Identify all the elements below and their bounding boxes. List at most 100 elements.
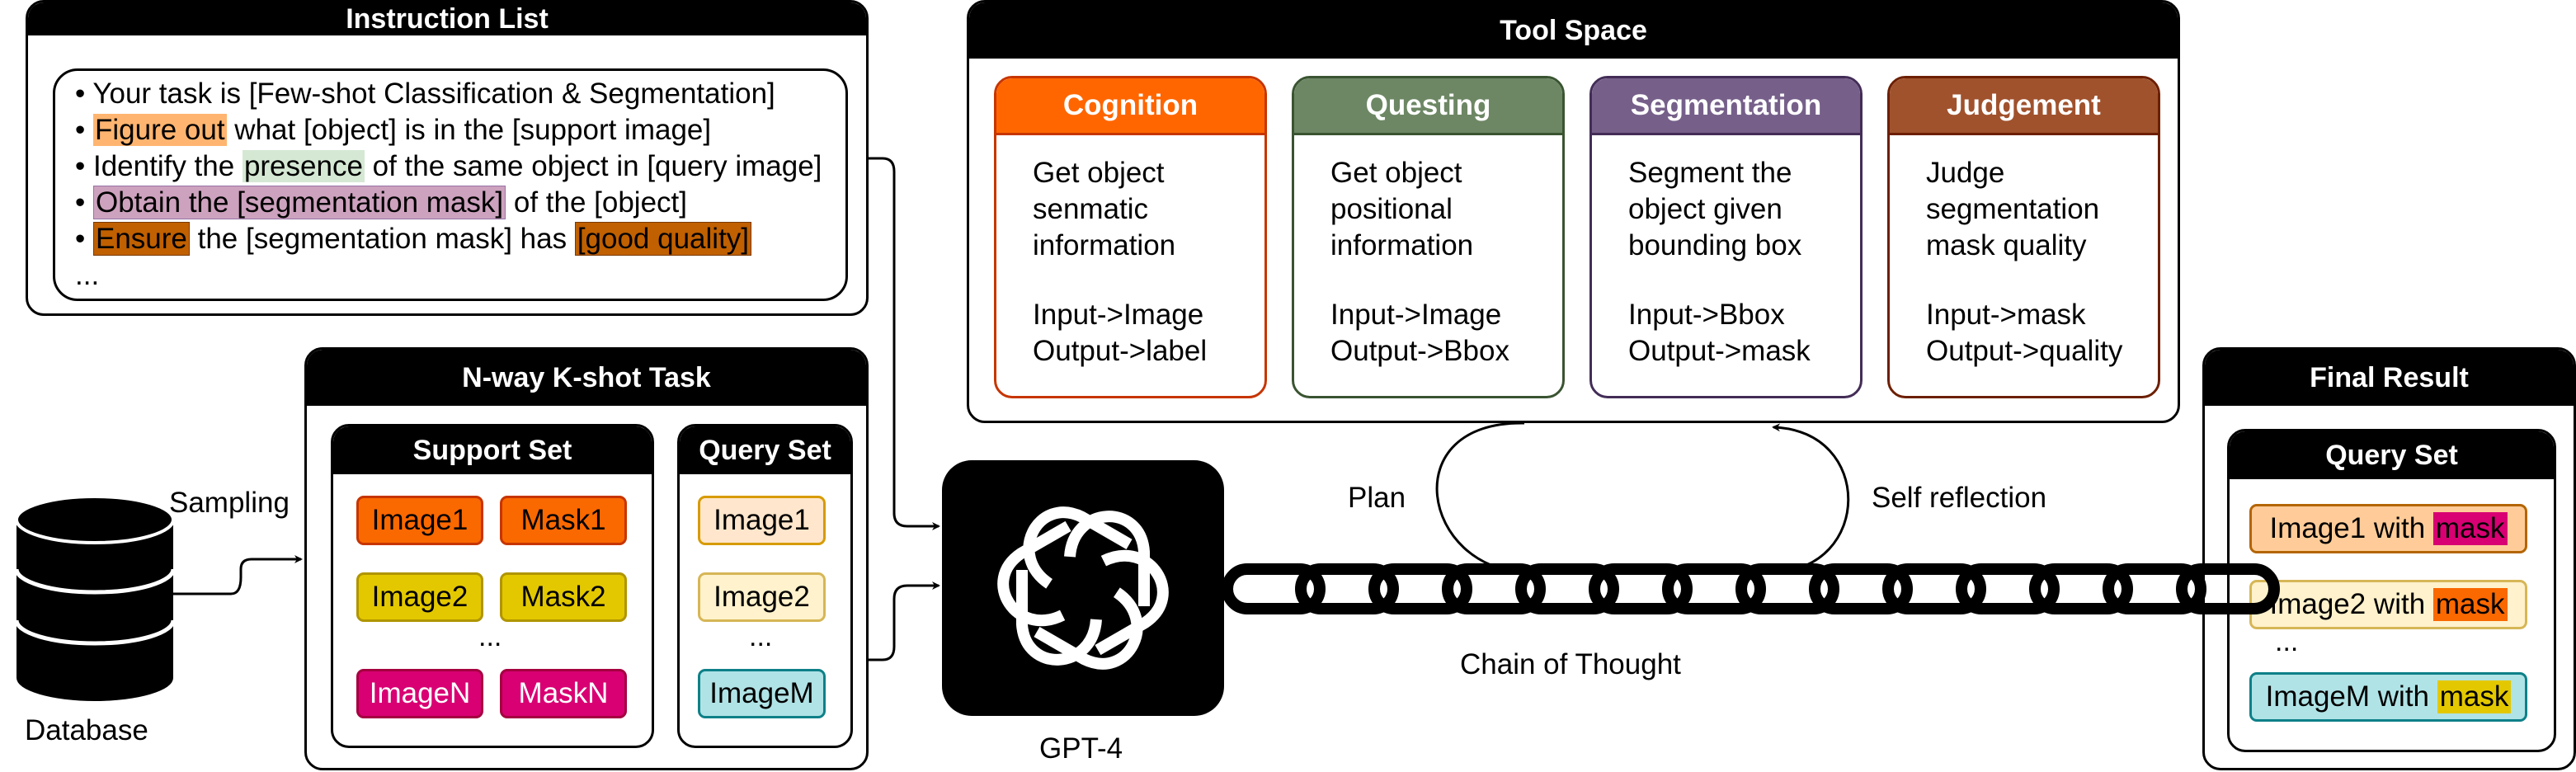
support-image1: Image1: [356, 496, 483, 545]
tool-name: Judgement: [1890, 78, 2158, 135]
tool-io-line: Input->Image: [1033, 299, 1204, 331]
support-image2: Image2: [356, 572, 483, 622]
tool-io-line: Input->Bbox: [1628, 299, 1785, 331]
tool-description-line: bounding box: [1628, 229, 1802, 261]
openai-logo-icon: [997, 506, 1169, 670]
instruction-text: ...: [75, 259, 100, 291]
chain-link: [1662, 563, 1766, 614]
instruction-line: • Obtain the [segmentation mask] of the …: [75, 185, 829, 221]
instruction-to-gpt-arrow: [869, 157, 940, 530]
query-imagem: ImageM: [698, 669, 826, 718]
chain-link: [1809, 563, 1913, 614]
chain-link: [2029, 563, 2133, 614]
tool-description-line: Get object: [1330, 157, 1462, 189]
support-mask1: Mask1: [500, 496, 627, 545]
instruction-list-title: Instruction List: [28, 2, 866, 35]
tool-description: Get object senmatic information: [1033, 155, 1264, 264]
tool-description-line: senmatic: [1033, 193, 1149, 225]
instruction-line: • Ensure the [segmentation mask] has [go…: [75, 221, 829, 257]
tool-io-line: Output->quality: [1926, 335, 2123, 367]
instruction-list-panel: Instruction List • Your task is [Few-sho…: [26, 0, 869, 316]
final-item-1-text: Image1 with: [2269, 512, 2433, 544]
instruction-lines: • Your task is [Few-shot Classification …: [75, 76, 829, 294]
instruction-text: • Your task is [Few-shot Classification …: [75, 78, 775, 110]
final-query-set-panel: Query Set Image1 with mask Image2 with m…: [2227, 429, 2556, 752]
query-image2: Image2: [698, 572, 826, 622]
support-maskn: MaskN: [500, 669, 627, 718]
query-set-panel: Query Set Image1 Image2 ... ImageM: [677, 424, 853, 748]
chain-link: [1368, 563, 1472, 614]
tool-description-line: positional: [1330, 193, 1453, 225]
chain-of-thought-icon: [1222, 563, 2280, 614]
chain-link: [1589, 563, 1693, 614]
chain-link: [1515, 563, 1619, 614]
tool-io-line: Output->mask: [1628, 335, 1811, 367]
final-item-1-mark: mask: [2432, 512, 2508, 545]
final-result-title: Final Result: [2205, 350, 2574, 406]
instruction-text: the [segmentation mask] has: [189, 223, 575, 255]
chain-link: [2103, 563, 2206, 614]
final-ellipsis: ...: [2275, 626, 2299, 657]
instruction-highlight: Ensure: [92, 222, 190, 256]
instruction-line: ...: [75, 257, 829, 294]
instruction-text: • Identify the: [75, 150, 243, 182]
chain-link: [1882, 563, 1986, 614]
tool-description-line: segmentation: [1926, 193, 2100, 225]
self-reflection-arrow: [1772, 423, 1850, 574]
instruction-line: • Figure out what [object] is in the [su…: [75, 112, 829, 148]
final-result-panel: Final Result Query Set Image1 with mask …: [2202, 347, 2576, 770]
chain-link: [1222, 563, 1326, 614]
final-item-m: ImageM with mask: [2249, 672, 2527, 722]
gpt4-block: [942, 460, 1224, 716]
tool-description: Get object positional information: [1330, 155, 1562, 264]
tool-io-line: Output->label: [1033, 335, 1208, 367]
final-item-m-text: ImageM with: [2265, 680, 2437, 713]
chain-link: [1956, 563, 2060, 614]
final-item-1: Image1 with mask: [2249, 504, 2527, 553]
instruction-line: • Your task is [Few-shot Classification …: [75, 76, 829, 112]
instruction-highlight: Obtain the [segmentation mask]: [92, 186, 506, 219]
task-title: N-way K-shot Task: [307, 350, 866, 406]
tool-description-line: information: [1033, 229, 1176, 261]
instruction-text: what [object] is in the [support image]: [226, 114, 712, 146]
tool-description-line: Segment the: [1628, 157, 1792, 189]
tool-name: Questing: [1294, 78, 1562, 135]
tool-description-line: information: [1330, 229, 1474, 261]
instruction-highlight: presence: [242, 150, 365, 182]
chain-of-thought-label: Chain of Thought: [1460, 648, 1681, 680]
tool-name: Cognition: [996, 78, 1264, 135]
query-set-title: Query Set: [680, 426, 850, 474]
task-to-gpt-arrow: [869, 581, 940, 661]
plan-label: Plan: [1348, 482, 1406, 514]
tool-space-title: Tool Space: [969, 2, 2178, 59]
instruction-list-box: • Your task is [Few-shot Classification …: [53, 68, 848, 301]
instruction-line: • Identify the presence of the same obje…: [75, 148, 829, 185]
final-item-2-text: Image2 with: [2269, 588, 2433, 620]
instruction-text: •: [75, 114, 93, 146]
instruction-highlight: Figure out: [92, 114, 227, 146]
support-ellipsis: ...: [478, 621, 502, 652]
query-image1: Image1: [698, 496, 826, 545]
sampling-label: Sampling: [169, 487, 290, 519]
tool-description-line: Get object: [1033, 157, 1165, 189]
tool-description-line: object given: [1628, 193, 1782, 225]
support-imagen: ImageN: [356, 669, 483, 718]
instruction-highlight: [good quality]: [574, 222, 752, 256]
self-reflection-label: Self reflection: [1872, 482, 2047, 514]
final-item-2: Image2 with mask: [2249, 580, 2527, 629]
tool-io-line: Output->Bbox: [1330, 335, 1509, 367]
tool-description-line: Judge: [1926, 157, 2005, 189]
task-panel: N-way K-shot Task Support Set Image1 Mas…: [304, 347, 869, 770]
instruction-text: •: [75, 186, 93, 219]
database-icon: [14, 495, 176, 701]
final-query-set-title: Query Set: [2230, 431, 2554, 479]
